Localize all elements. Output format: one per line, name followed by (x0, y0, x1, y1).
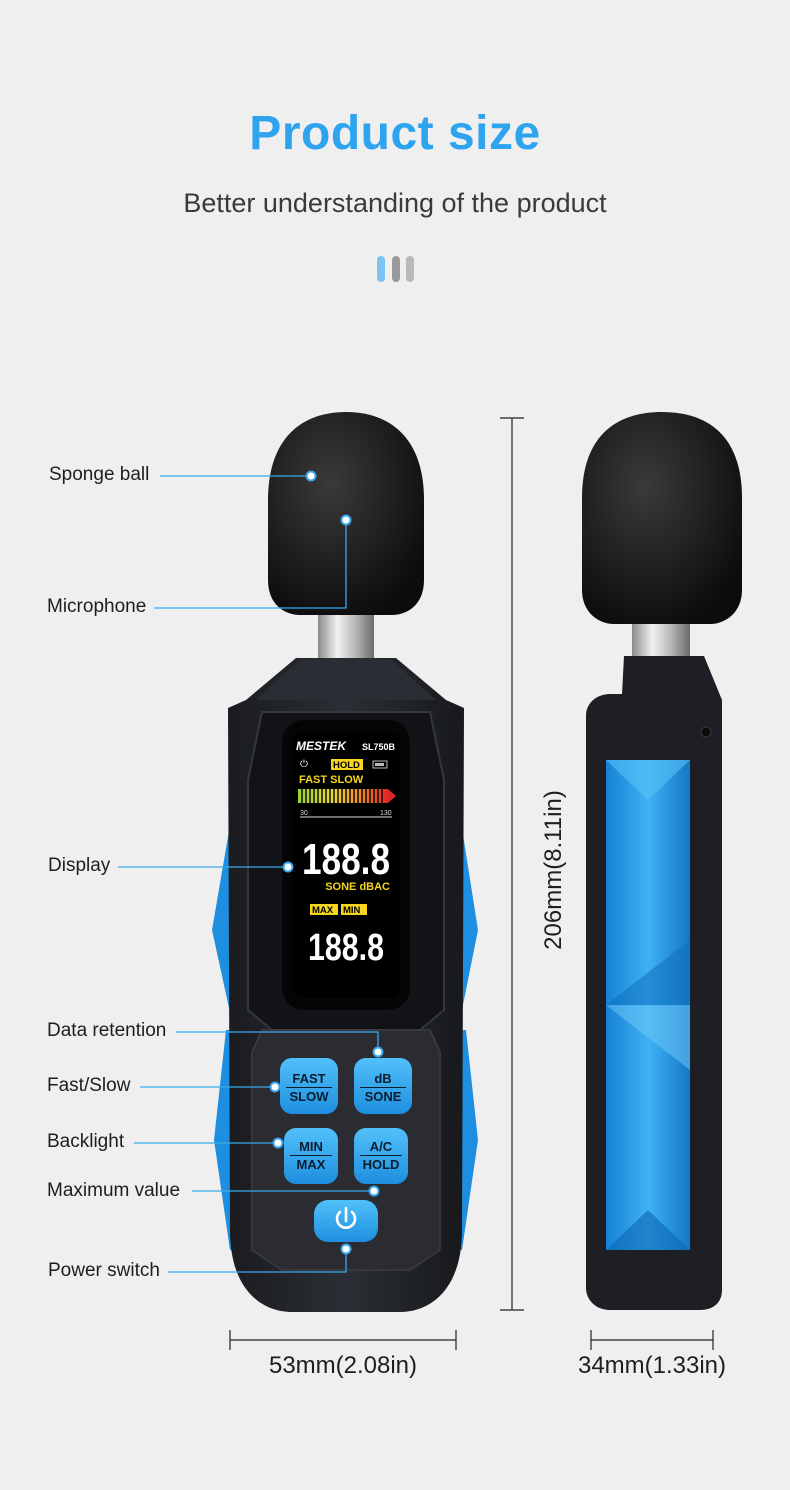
scale-max-label: 130 (380, 810, 392, 817)
fast-label: FAST (286, 1071, 332, 1088)
callout-dot (272, 1137, 284, 1149)
callout-backlight: Backlight (47, 1131, 125, 1152)
ac-label: A/C (360, 1139, 402, 1156)
callout-dot (368, 1185, 380, 1197)
callout-power-switch: Power switch (48, 1260, 160, 1281)
callout-dot (340, 1243, 352, 1255)
main-reading: 188.8 (302, 835, 390, 884)
hold-indicator: HOLD (333, 760, 360, 771)
min-max-button (284, 1128, 338, 1184)
fast-slow-indicator: FAST SLOW (299, 774, 364, 786)
max-indicator: MAX (312, 905, 334, 916)
callout-dot (269, 1081, 281, 1093)
callout-sponge-ball: Sponge ball (49, 464, 150, 485)
power-icon (335, 1210, 357, 1229)
depth-dimension: 34mm(1.33in) (577, 1352, 727, 1379)
hold-label: HOLD (362, 1157, 400, 1172)
sone-label: SONE (364, 1089, 402, 1104)
side-device (582, 412, 742, 1310)
sub-reading: 188.8 (308, 927, 384, 969)
front-device (212, 412, 478, 1312)
scale-min-label: 30 (300, 810, 308, 817)
ac-hold-button (354, 1128, 408, 1184)
min-indicator: MIN (343, 905, 361, 916)
callout-dot (372, 1046, 384, 1058)
callout-dot (305, 470, 317, 482)
db-sone-button (354, 1058, 412, 1114)
min-max-button-label[interactable]: MIN MAX (284, 1139, 338, 1172)
brand-logo: MESTEK (296, 739, 347, 753)
fast-slow-button (280, 1058, 338, 1114)
width-dimension: 53mm(2.08in) (268, 1352, 418, 1379)
indicator-dot-active (377, 256, 385, 282)
fast-slow-button-label[interactable]: FAST SLOW (280, 1071, 338, 1104)
db-label: dB (360, 1071, 406, 1088)
slow-label: SLOW (289, 1089, 329, 1104)
db-sone-button-label[interactable]: dB SONE (354, 1071, 412, 1104)
callout-dot (282, 861, 294, 873)
indicator-dot (392, 256, 400, 282)
callout-maximum-value: Maximum value (47, 1180, 181, 1201)
sponge-ball (268, 412, 424, 615)
callout-dot (340, 514, 352, 526)
battery-icon (372, 760, 388, 769)
callout-data-retention: Data retention (47, 1020, 167, 1041)
ac-hold-button-label[interactable]: A/C HOLD (354, 1139, 408, 1172)
page-subtitle: Better understanding of the product (183, 188, 607, 218)
min-label: MIN (290, 1139, 332, 1156)
indicator-dot (406, 256, 414, 282)
model-label: SL750B (362, 742, 396, 752)
page-title: Product size (249, 107, 541, 160)
callout-microphone: Microphone (47, 596, 147, 617)
callout-fast-slow: Fast/Slow (47, 1075, 131, 1096)
units-indicator: SONE dBAC (325, 881, 390, 893)
height-dimension: 206mm(8.11in) (540, 790, 567, 950)
power-status-icon: ⏻ (300, 759, 308, 770)
callout-display: Display (48, 855, 111, 876)
max-label: MAX (296, 1157, 326, 1172)
